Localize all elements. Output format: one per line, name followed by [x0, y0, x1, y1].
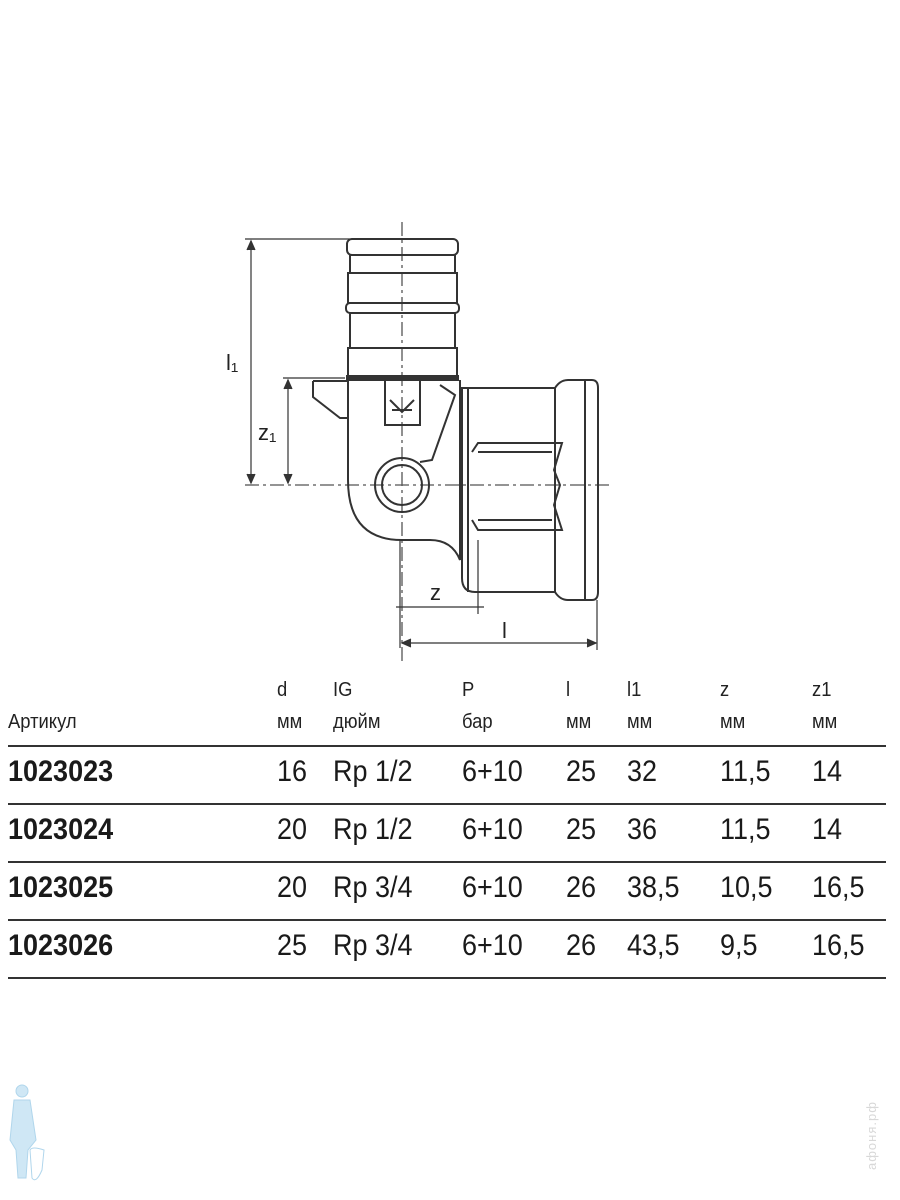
- cell-l1: 32: [627, 755, 658, 788]
- dim-label-l: l: [502, 618, 507, 643]
- table-divider: [8, 745, 886, 747]
- table-divider: [8, 919, 886, 921]
- cell-ig: Rp 1/2: [333, 755, 413, 788]
- dim-label-z1: z₁: [258, 420, 276, 445]
- cell-d: 20: [277, 871, 308, 904]
- cell-d: 20: [277, 813, 308, 846]
- header-p-symbol: P: [462, 679, 475, 701]
- watermark: афоня.рф: [864, 1101, 879, 1170]
- table-divider: [8, 977, 886, 979]
- cell-p: 6+10: [462, 871, 523, 904]
- header-z1-unit: мм: [812, 711, 838, 733]
- cell-l: 26: [566, 929, 597, 962]
- cell-z: 9,5: [720, 929, 758, 962]
- header-article-unit: Артикул: [8, 711, 77, 733]
- header-l1-symbol: l1: [627, 679, 642, 701]
- cell-l: 26: [566, 871, 597, 904]
- header-d-symbol: d: [277, 679, 288, 701]
- cell-l1: 43,5: [627, 929, 680, 962]
- header-z-unit: мм: [720, 711, 746, 733]
- cell-z1: 14: [812, 755, 843, 788]
- header-l-symbol: l: [566, 679, 571, 701]
- header-z-symbol: z: [720, 679, 730, 701]
- cell-p: 6+10: [462, 813, 523, 846]
- dim-label-l1: l₁: [226, 350, 238, 375]
- header-ig-unit: дюйм: [333, 711, 381, 733]
- cell-d: 25: [277, 929, 308, 962]
- cell-l1: 38,5: [627, 871, 680, 904]
- cell-ig: Rp 1/2: [333, 813, 413, 846]
- cell-p: 6+10: [462, 929, 523, 962]
- cell-l: 25: [566, 813, 597, 846]
- dim-label-z: z: [430, 580, 441, 605]
- cell-ig: Rp 3/4: [333, 929, 413, 962]
- cell-z1: 16,5: [812, 871, 865, 904]
- cell-z1: 16,5: [812, 929, 865, 962]
- press-socket: [345, 238, 460, 381]
- cell-z: 11,5: [720, 813, 771, 846]
- header-z1-symbol: z1: [812, 679, 832, 701]
- cell-z1: 14: [812, 813, 843, 846]
- cell-z: 10,5: [720, 871, 773, 904]
- cell-ig: Rp 3/4: [333, 871, 413, 904]
- table-divider: [8, 861, 886, 863]
- cell-z: 11,5: [720, 755, 771, 788]
- article-number: 1023024: [8, 813, 114, 846]
- article-number: 1023025: [8, 871, 114, 904]
- table-divider: [8, 803, 886, 805]
- cell-l: 25: [566, 755, 597, 788]
- header-l-unit: мм: [566, 711, 592, 733]
- article-number: 1023023: [8, 755, 114, 788]
- dimension-lines: [245, 238, 598, 650]
- female-thread-end: [460, 379, 599, 601]
- header-p-unit: бар: [462, 711, 493, 733]
- header-ig-symbol: IG: [333, 679, 353, 701]
- header-l1-unit: мм: [627, 711, 653, 733]
- article-number: 1023026: [8, 929, 114, 962]
- cell-p: 6+10: [462, 755, 523, 788]
- elbow-body: [312, 380, 461, 561]
- cell-d: 16: [277, 755, 308, 788]
- plumber-logo: [9, 1084, 45, 1181]
- header-d-unit: мм: [277, 711, 303, 733]
- cell-l1: 36: [627, 813, 658, 846]
